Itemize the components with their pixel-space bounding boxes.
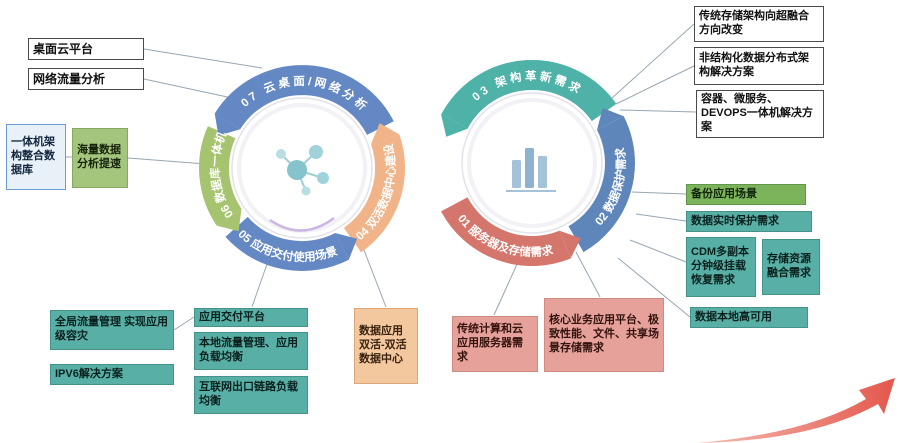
arrow-07-icon (214, 113, 241, 136)
box-container-devops: 容器、微服务、DEVOPS一体机解决方案 (696, 90, 824, 138)
arrow-02-icon (597, 108, 624, 130)
box-realtime-protection: 数据实时保护需求 (686, 211, 812, 232)
box-dual-active-dc: 数据应用双活-双活数据中心 (354, 308, 418, 384)
arc-segment-01 (441, 196, 571, 266)
box-network-traffic: 网络流量分析 (28, 68, 144, 90)
arc-segment-04 (343, 134, 406, 253)
box-mass-data-speedup: 海量数据分析提速 (72, 128, 128, 188)
right-hub-inner-ring (467, 98, 597, 228)
arrow-03-icon (441, 114, 468, 137)
box-local-traffic: 本地流量管理、应用负载均衡 (194, 332, 308, 370)
swoosh-arrow-icon (696, 378, 895, 443)
box-cdm-recovery: CDM多副本分钟级挂载恢复需求 (686, 237, 756, 297)
box-ipv6: IPV6解决方案 (50, 364, 174, 385)
arc-segment-05 (225, 216, 349, 271)
arc-segment-06 (199, 126, 242, 226)
box-unstructured: 非结构化数据分布式架构解决方案 (694, 47, 824, 85)
molecule-icon (276, 145, 329, 196)
arrow-06-icon (216, 208, 242, 232)
left-hub-accent-arc (269, 216, 335, 232)
arrow-04-icon (371, 123, 400, 145)
box-app-delivery: 应用交付平台 (194, 308, 308, 327)
box-backup-scenario: 备份应用场景 (686, 184, 806, 205)
box-global-traffic: 全局流量管理 实现应用级容灾 (50, 310, 174, 350)
box-core-business: 核心业务应用平台、极致性能、文件、共享场景存储需求 (544, 298, 664, 372)
box-desktop-cloud: 桌面云平台 (28, 38, 144, 60)
arrow-01-icon (559, 230, 581, 259)
box-storage-hyperconverged: 传统存储架构向超融合方向改变 (694, 6, 824, 42)
box-appliance-arch: 一体机架构整合数据库 (6, 124, 66, 190)
box-storage-resource-fusion: 存储资源融合需求 (762, 239, 820, 295)
connector-lines (66, 23, 697, 331)
box-traditional-compute: 传统计算和云应用服务器需求 (452, 316, 538, 372)
arc-segment-07 (214, 65, 394, 136)
bar-chart-icon (506, 148, 556, 192)
arc-segment-02 (568, 116, 635, 253)
arc-segment-03 (441, 59, 617, 130)
box-internet-egress: 互联网出口链路负载均衡 (194, 376, 308, 414)
box-data-local-ha: 数据本地高可用 (690, 307, 808, 328)
arrow-05-icon (335, 233, 358, 260)
